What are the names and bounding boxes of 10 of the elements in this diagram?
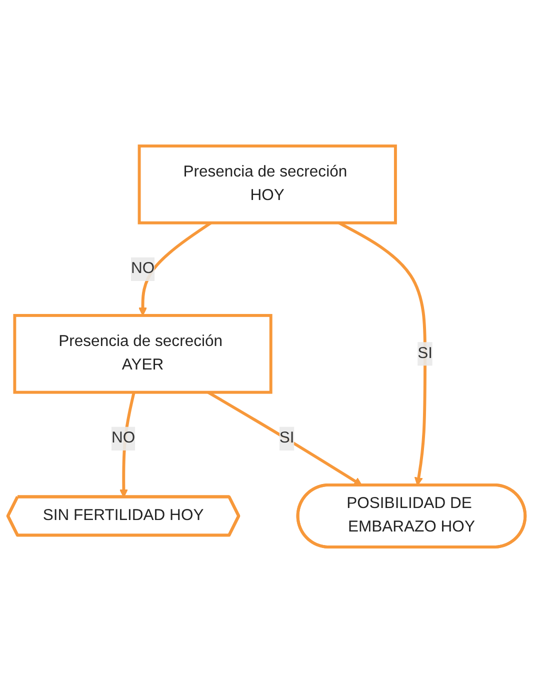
- edge-label: SI: [418, 345, 432, 362]
- node-box: Presencia de secreción AYER: [13, 314, 272, 394]
- arrow: [138, 222, 212, 316]
- arrow: [207, 391, 362, 486]
- node-box: Presencia de secreción HOY: [138, 144, 397, 224]
- edge-label: NO: [111, 430, 136, 447]
- arrow: [119, 392, 136, 498]
- edge-label: SI: [279, 430, 294, 447]
- edge-label: NO: [130, 260, 155, 278]
- arrow: [338, 222, 427, 486]
